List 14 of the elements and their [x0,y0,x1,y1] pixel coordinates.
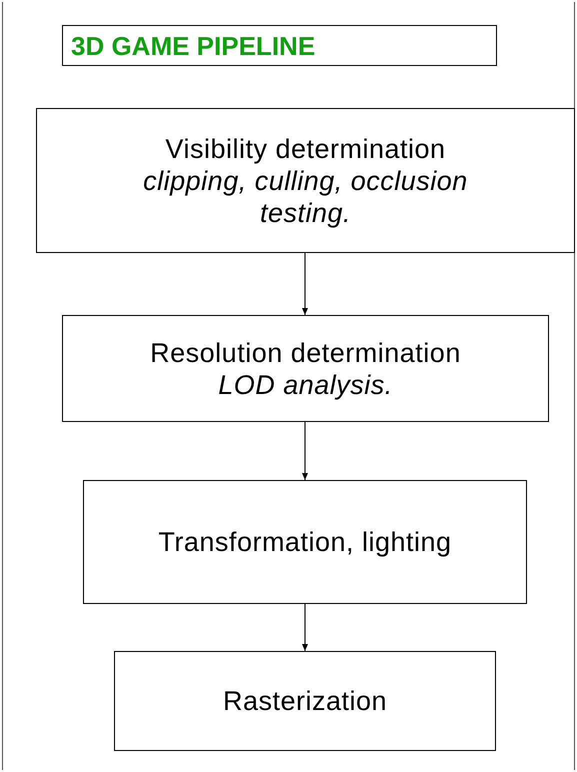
arrow [302,604,308,652]
step-title: Resolution determination [150,336,461,368]
title: 3D GAME PIPELINE [71,32,316,58]
step-title: Visibility determination [165,132,446,164]
process-box [62,315,549,422]
step-title: Transformation, lighting [158,526,452,558]
step-title: Rasterization [222,685,388,717]
arrow [302,422,308,480]
process-box [36,108,575,253]
step-details: clipping, culling, occlusion testing. [142,164,469,228]
step-details: LOD analysis. [218,368,393,400]
process-box [114,651,496,751]
arrow [302,252,308,316]
process-box [83,480,527,604]
